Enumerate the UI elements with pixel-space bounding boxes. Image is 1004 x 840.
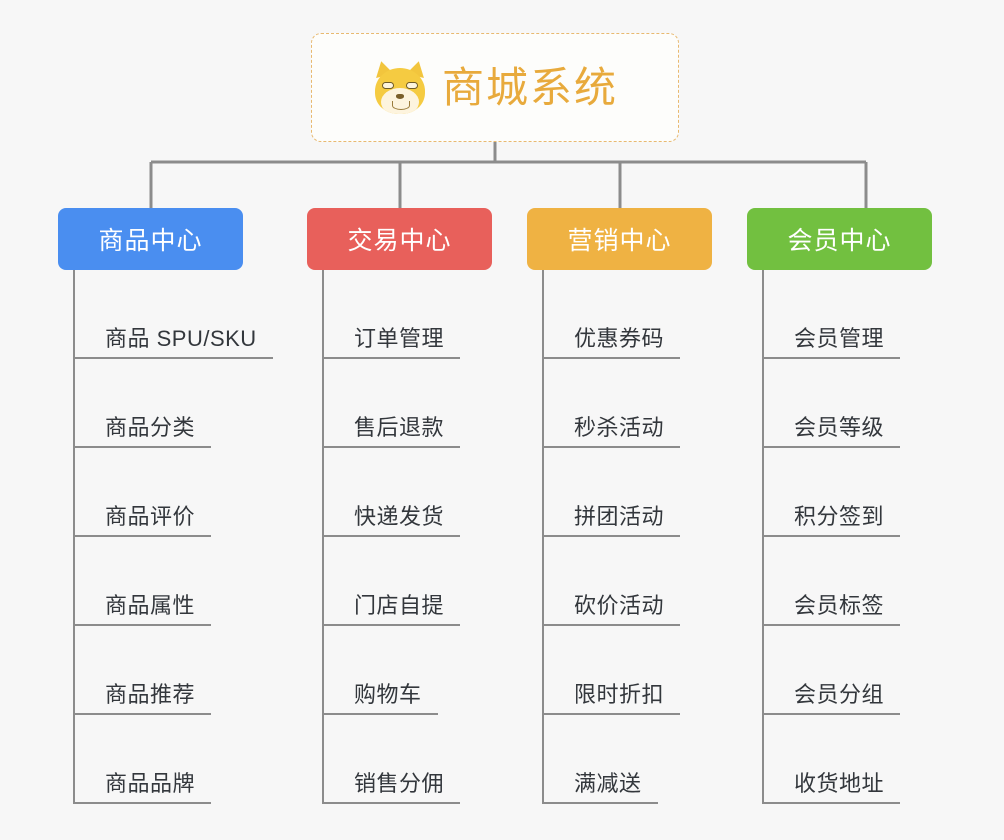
shiba-dog-icon [372, 58, 428, 116]
category-marketing-center[interactable]: 营销中心 [527, 208, 712, 270]
leaf-item[interactable]: 购物车 [322, 626, 438, 715]
leaf-item[interactable]: 快递发货 [322, 448, 461, 537]
leaf-underline: 会员分组 [764, 681, 901, 715]
category-trade-center[interactable]: 交易中心 [307, 208, 492, 270]
leaf-underline: 拼团活动 [544, 503, 681, 537]
leaf-underline: 销售分佣 [324, 770, 461, 804]
leaf-label: 限时折扣 [574, 681, 665, 707]
leaf-label: 快递发货 [354, 503, 445, 529]
leaf-underline: 购物车 [324, 681, 438, 715]
leaf-label: 商品属性 [105, 592, 196, 618]
leaf-underline: 砍价活动 [544, 592, 681, 626]
leaf-item[interactable]: 商品推荐 [73, 626, 212, 715]
leaf-label: 商品评价 [105, 503, 196, 529]
leaf-underline: 满减送 [544, 770, 658, 804]
leaf-label: 收货地址 [794, 770, 885, 796]
leaf-underline: 商品属性 [75, 592, 212, 626]
leaf-underline: 收货地址 [764, 770, 901, 804]
leaf-label: 门店自提 [354, 592, 445, 618]
leaf-item[interactable]: 商品属性 [73, 537, 212, 626]
leaf-item[interactable]: 积分签到 [762, 448, 901, 537]
leaf-underline: 积分签到 [764, 503, 901, 537]
leaf-item[interactable]: 满减送 [542, 715, 658, 804]
category-product-center[interactable]: 商品中心 [58, 208, 243, 270]
leaf-underline: 秒杀活动 [544, 414, 681, 448]
leaf-label: 会员等级 [794, 414, 885, 440]
leaf-item[interactable]: 门店自提 [322, 537, 461, 626]
leaf-underline: 订单管理 [324, 325, 461, 359]
leaf-item[interactable]: 会员管理 [762, 270, 901, 359]
leaf-underline: 商品品牌 [75, 770, 212, 804]
leaf-label: 拼团活动 [574, 503, 665, 529]
leaf-label: 砍价活动 [574, 592, 665, 618]
leaf-item[interactable]: 售后退款 [322, 359, 461, 448]
leaf-item[interactable]: 优惠券码 [542, 270, 681, 359]
leaf-label: 商品 SPU/SKU [105, 325, 257, 351]
leaf-label: 秒杀活动 [574, 414, 665, 440]
leaf-underline: 会员等级 [764, 414, 901, 448]
leaf-underline: 优惠券码 [544, 325, 681, 359]
leaf-item[interactable]: 会员分组 [762, 626, 901, 715]
leaf-underline: 会员管理 [764, 325, 901, 359]
leaf-underline: 门店自提 [324, 592, 461, 626]
leaf-item[interactable]: 商品评价 [73, 448, 212, 537]
leaf-item[interactable]: 订单管理 [322, 270, 461, 359]
leaf-label: 会员分组 [794, 681, 885, 707]
leaf-item[interactable]: 会员等级 [762, 359, 901, 448]
leaf-underline: 快递发货 [324, 503, 461, 537]
leaf-item[interactable]: 商品 SPU/SKU [73, 270, 273, 359]
leaf-item[interactable]: 商品品牌 [73, 715, 212, 804]
leaf-label: 商品推荐 [105, 681, 196, 707]
category-member-center[interactable]: 会员中心 [747, 208, 932, 270]
leaf-label: 订单管理 [354, 325, 445, 351]
leaf-item[interactable]: 拼团活动 [542, 448, 681, 537]
leaf-underline: 商品分类 [75, 414, 212, 448]
leaf-label: 售后退款 [354, 414, 445, 440]
root-node[interactable]: 商城系统 [311, 33, 679, 142]
leaf-label: 购物车 [354, 681, 422, 707]
leaf-item[interactable]: 秒杀活动 [542, 359, 681, 448]
leaf-label: 积分签到 [794, 503, 885, 529]
root-title: 商城系统 [441, 63, 618, 111]
leaf-underline: 售后退款 [324, 414, 461, 448]
leaf-underline: 商品推荐 [75, 681, 212, 715]
leaf-item[interactable]: 砍价活动 [542, 537, 681, 626]
leaf-label: 会员标签 [794, 592, 885, 618]
leaf-label: 商品分类 [105, 414, 196, 440]
leaf-label: 优惠券码 [574, 325, 665, 351]
leaf-item[interactable]: 收货地址 [762, 715, 901, 804]
leaf-label: 销售分佣 [354, 770, 445, 796]
leaf-item[interactable]: 会员标签 [762, 537, 901, 626]
leaf-label: 会员管理 [794, 325, 885, 351]
leaf-label: 满减送 [574, 770, 642, 796]
leaf-underline: 会员标签 [764, 592, 901, 626]
leaf-item[interactable]: 销售分佣 [322, 715, 461, 804]
leaf-underline: 限时折扣 [544, 681, 681, 715]
leaf-underline: 商品评价 [75, 503, 212, 537]
leaf-label: 商品品牌 [105, 770, 196, 796]
leaf-item[interactable]: 限时折扣 [542, 626, 681, 715]
leaf-item[interactable]: 商品分类 [73, 359, 212, 448]
leaf-underline: 商品 SPU/SKU [75, 325, 273, 359]
